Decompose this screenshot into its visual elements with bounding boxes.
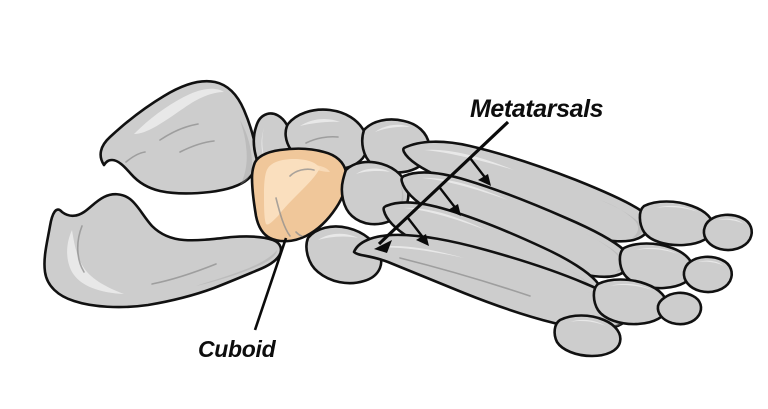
label-cuboid: Cuboid bbox=[198, 336, 277, 362]
metatarsals-branch-arrowhead-2 bbox=[448, 204, 461, 216]
metatarsals-leader-annotation bbox=[374, 120, 510, 253]
metatarsals-branch-arrowhead-3 bbox=[416, 234, 429, 246]
bone-cuboid-highlighted bbox=[250, 147, 348, 243]
bone-lateral-tarsals bbox=[305, 160, 410, 285]
cuboid-leader-annotation bbox=[253, 237, 288, 331]
metatarsals-branch-arrowhead-1 bbox=[478, 174, 491, 186]
cuboid-leader-line bbox=[253, 237, 288, 331]
metatarsals-arrowhead-main bbox=[374, 240, 392, 253]
bones-phalanges bbox=[553, 200, 754, 358]
bone-talus bbox=[99, 79, 259, 195]
bones-metatarsals bbox=[352, 140, 651, 331]
label-metatarsals: Metatarsals bbox=[470, 95, 604, 123]
metatarsals-leader-line bbox=[377, 120, 510, 246]
